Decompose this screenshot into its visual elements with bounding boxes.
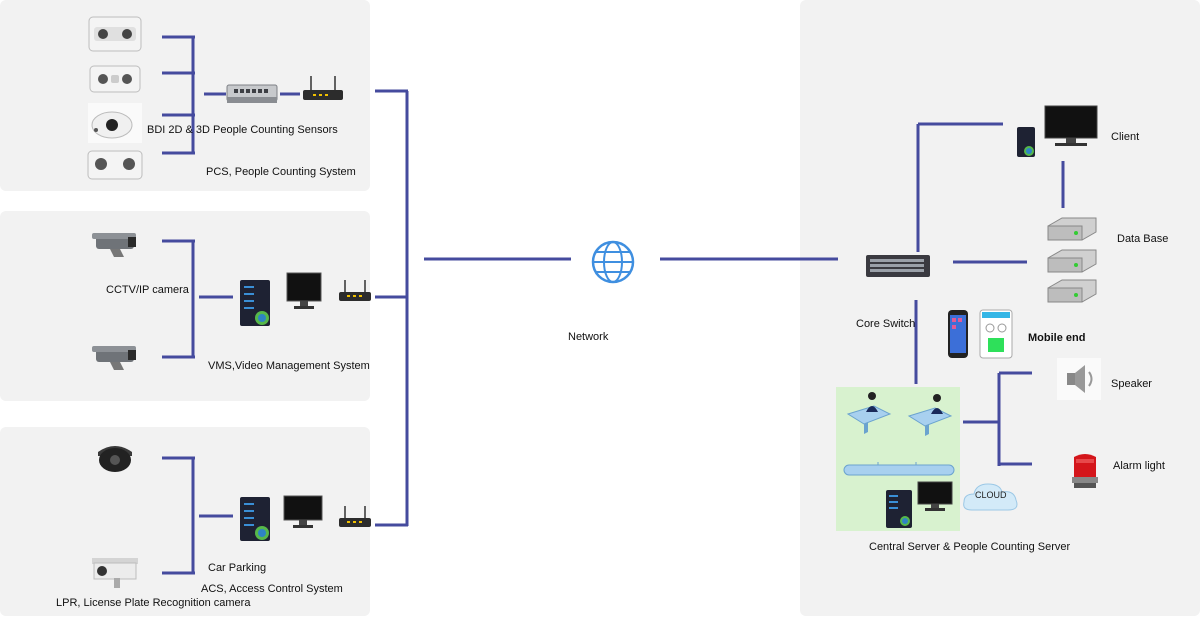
dome-camera-icon xyxy=(98,446,132,472)
core-switch-label: Core Switch xyxy=(856,318,916,330)
alarm-light-icon xyxy=(1072,454,1098,488)
router-icon xyxy=(339,506,371,527)
speaker-label: Speaker xyxy=(1111,378,1152,390)
people-counting-sensor-icon xyxy=(89,65,141,93)
network-bus-icon xyxy=(843,462,955,476)
speaker-icon xyxy=(1057,358,1101,400)
database-label: Data Base xyxy=(1117,233,1169,245)
monitor-icon xyxy=(286,272,322,309)
database-icon xyxy=(1047,217,1097,303)
phone-icon xyxy=(948,310,968,358)
lpr-camera-icon xyxy=(92,558,138,588)
car-parking-label: Car Parking xyxy=(208,562,267,574)
people-counting-sensor-icon xyxy=(87,150,143,180)
monitor-icon xyxy=(283,495,323,528)
server-icon xyxy=(240,497,270,541)
operator-icon xyxy=(846,392,892,434)
central-server-label: Central Server & People Counting Server xyxy=(869,541,1071,553)
router-icon xyxy=(303,76,343,100)
monitor-icon xyxy=(1044,105,1098,146)
tablet-icon xyxy=(979,309,1013,359)
server-icon xyxy=(886,490,912,528)
server-icon xyxy=(1017,127,1035,157)
dome-sensor-icon xyxy=(88,103,142,143)
cloud-label: CLOUD xyxy=(975,490,1007,500)
network-label: Network xyxy=(568,331,609,343)
pcs-label: PCS, People Counting System xyxy=(206,166,356,178)
cloud-icon xyxy=(963,483,1018,511)
core-switch-icon xyxy=(866,255,930,277)
poe-switch-icon xyxy=(226,84,278,103)
bullet-camera-icon xyxy=(92,346,136,370)
globe-icon xyxy=(591,240,635,284)
server-icon xyxy=(240,280,270,326)
lpr-label: LPR, License Plate Recognition camera xyxy=(56,597,251,609)
alarm-light-label: Alarm light xyxy=(1113,460,1165,472)
client-label: Client xyxy=(1111,131,1140,143)
vms-label: VMS,Video Management System xyxy=(208,360,370,372)
monitor-icon xyxy=(917,481,953,511)
mobile-end-label: Mobile end xyxy=(1028,332,1086,344)
acs-label: ACS, Access Control System xyxy=(201,583,343,595)
bullet-camera-icon xyxy=(92,233,136,257)
operator-icon xyxy=(907,394,953,436)
router-icon xyxy=(339,280,371,301)
people-counting-sensor-icon xyxy=(88,16,142,52)
bdi-sensors-label: BDI 2D & 3D People Counting Sensors xyxy=(147,124,338,136)
cctv-label: CCTV/IP camera xyxy=(106,284,189,296)
